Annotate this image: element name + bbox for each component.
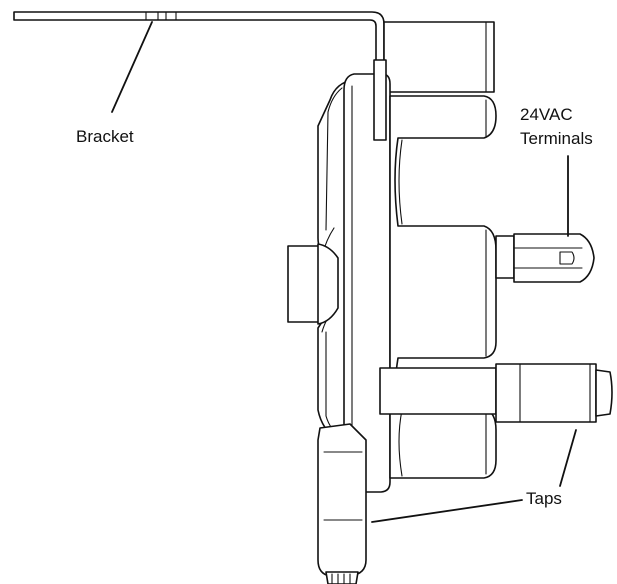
horizontal-tap xyxy=(379,363,613,423)
taps-leader-lower xyxy=(371,499,523,523)
rear-housing xyxy=(383,21,495,93)
bracket-label: Bracket xyxy=(76,127,134,146)
vertical-tap xyxy=(317,423,367,584)
terminals-label-line2: Terminals xyxy=(520,129,593,148)
switch-body xyxy=(389,95,497,479)
main-flange xyxy=(343,59,391,493)
terminal-assembly xyxy=(495,233,595,283)
taps-label: Taps xyxy=(526,489,562,508)
leader-lines xyxy=(111,21,577,523)
taps-leader-upper xyxy=(559,429,577,487)
bracket-leader xyxy=(111,21,153,113)
terminals-label-line1: 24VAC xyxy=(520,105,573,124)
side-boss xyxy=(287,243,339,325)
labels: Bracket 24VAC Terminals Taps xyxy=(76,105,593,508)
